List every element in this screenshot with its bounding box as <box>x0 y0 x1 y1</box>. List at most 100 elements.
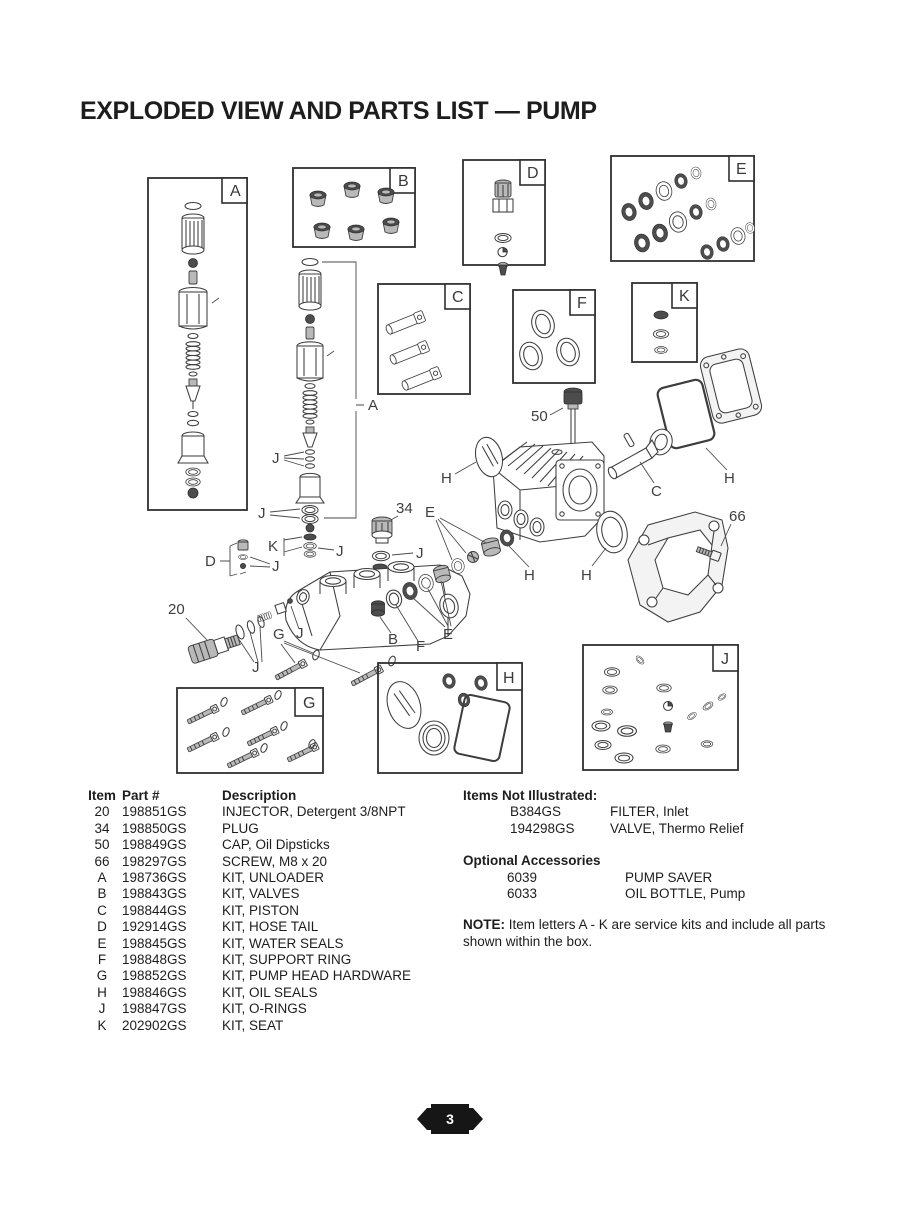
table-row: 66 198297GS SCREW, M8 x 20 <box>82 854 462 870</box>
cell-part: 198736GS <box>122 870 187 886</box>
cell-part: 198843GS <box>122 886 187 902</box>
badge-shape <box>417 1104 483 1134</box>
callout-f: F <box>416 638 425 655</box>
kit-box-j: J <box>582 644 739 771</box>
table-row: B384GS FILTER, Inlet <box>463 804 875 820</box>
cell-desc: SCREW, M8 x 20 <box>222 853 328 869</box>
cell-desc: CAP, Oil Dipsticks <box>222 837 330 853</box>
hose-tail-drawing: D J <box>205 539 280 577</box>
callout-c: C <box>651 483 662 500</box>
cell-item: D <box>97 919 107 935</box>
cell-desc: PUMP SAVER <box>625 869 713 885</box>
injector-drawing: 20 J J <box>168 598 304 676</box>
kit-box-d: D <box>462 159 546 276</box>
cell-item: C <box>97 902 107 918</box>
kit-box-j-label: J <box>721 651 729 668</box>
callout-e: E <box>425 504 435 521</box>
service-kit-note: NOTE: Item letters A - K are service kit… <box>463 917 865 950</box>
cell-item: A <box>97 870 107 886</box>
cell-part: 198844GS <box>122 902 187 918</box>
kit-box-c: C <box>377 283 471 395</box>
page-number-badge: 3 <box>417 1104 483 1134</box>
cell-item: E <box>97 935 107 951</box>
cell-desc: KIT, HOSE TAIL <box>222 919 319 935</box>
cell-part: 198847GS <box>122 1001 187 1017</box>
kit-box-b: B <box>292 167 416 248</box>
table-row: G 198852GS KIT, PUMP HEAD HARDWARE <box>82 968 462 984</box>
cell-item: J <box>98 1001 106 1017</box>
water-seal-row-drawing: E E F B H <box>371 504 535 655</box>
cell-desc: KIT, PUMP HEAD HARDWARE <box>222 968 412 984</box>
cell-item: 20 <box>94 804 110 820</box>
cell-desc: FILTER, Inlet <box>610 804 689 820</box>
kit-box-e-label: E <box>736 161 747 178</box>
callout-j: J <box>272 450 280 467</box>
table-row: D 192914GS KIT, HOSE TAIL <box>82 919 462 935</box>
header-part: Part # <box>122 788 160 803</box>
callout-k: K <box>268 538 278 555</box>
crankcase-drawing: 50 H <box>441 387 628 584</box>
parts-table-header: Item Part # Description <box>82 788 462 804</box>
cell-item: 50 <box>94 837 110 853</box>
cell-desc: KIT, SEAT <box>222 1017 284 1033</box>
unloader-stack-drawing: A J J K J <box>258 257 378 560</box>
kit-box-e: E <box>610 155 756 262</box>
kit-box-f: F <box>512 289 596 384</box>
callout-50: 50 <box>531 408 548 425</box>
cell-part: 6033 <box>507 886 538 902</box>
kit-box-d-label: D <box>527 165 539 182</box>
page-title: EXPLODED VIEW AND PARTS LIST — PUMP <box>80 97 597 125</box>
bearing-cover-plate: H <box>656 348 763 487</box>
callout-34: 34 <box>396 500 413 517</box>
kit-box-f-label: F <box>577 295 587 312</box>
cell-part: B384GS <box>510 804 562 820</box>
cell-desc: KIT, VALVES <box>222 886 300 902</box>
cell-item: 34 <box>94 820 110 836</box>
callout-e: E <box>443 626 453 643</box>
cell-part: 198845GS <box>122 935 187 951</box>
cell-item: 66 <box>94 853 110 869</box>
cell-part: 192914GS <box>122 919 187 935</box>
kit-box-a-label: A <box>230 183 241 200</box>
optional-accessories-heading: Optional Accessories <box>463 853 601 869</box>
kit-box-h-label: H <box>503 670 515 687</box>
cell-part: 198852GS <box>122 968 187 984</box>
cell-part: 202902GS <box>122 1017 187 1033</box>
callout-j: J <box>252 659 260 676</box>
callout-g: G <box>273 626 285 643</box>
callout-d: D <box>205 553 216 570</box>
kit-box-k: K <box>631 282 698 363</box>
callout-j: J <box>258 505 266 522</box>
cell-item: B <box>97 886 107 902</box>
kit-box-h: H <box>377 662 523 774</box>
cell-part: 198848GS <box>122 952 187 968</box>
cell-desc: INJECTOR, Detergent 3/8NPT <box>222 804 406 820</box>
callout-a: A <box>368 397 378 414</box>
kit-box-a: A <box>147 177 248 511</box>
kit-box-g-label: G <box>303 695 315 712</box>
header-desc: Description <box>222 788 297 803</box>
callout-j: J <box>416 545 424 562</box>
cell-part: 194298GS <box>510 820 575 836</box>
kit-box-c-label: C <box>452 289 464 306</box>
header-item: Item <box>88 788 116 803</box>
cell-part: 198849GS <box>122 837 187 853</box>
kit-box-b-label: B <box>398 173 409 190</box>
cell-item: G <box>96 968 108 984</box>
callout-j: J <box>336 543 344 560</box>
callout-h: H <box>524 567 535 584</box>
cell-desc: PLUG <box>222 820 259 836</box>
table-row: B 198843GS KIT, VALVES <box>82 886 462 902</box>
piston-rod-drawing: C <box>607 428 673 500</box>
cell-desc: KIT, OIL SEALS <box>222 984 318 1000</box>
cell-part: 198297GS <box>122 853 187 869</box>
cell-desc: KIT, PISTON <box>222 902 300 918</box>
